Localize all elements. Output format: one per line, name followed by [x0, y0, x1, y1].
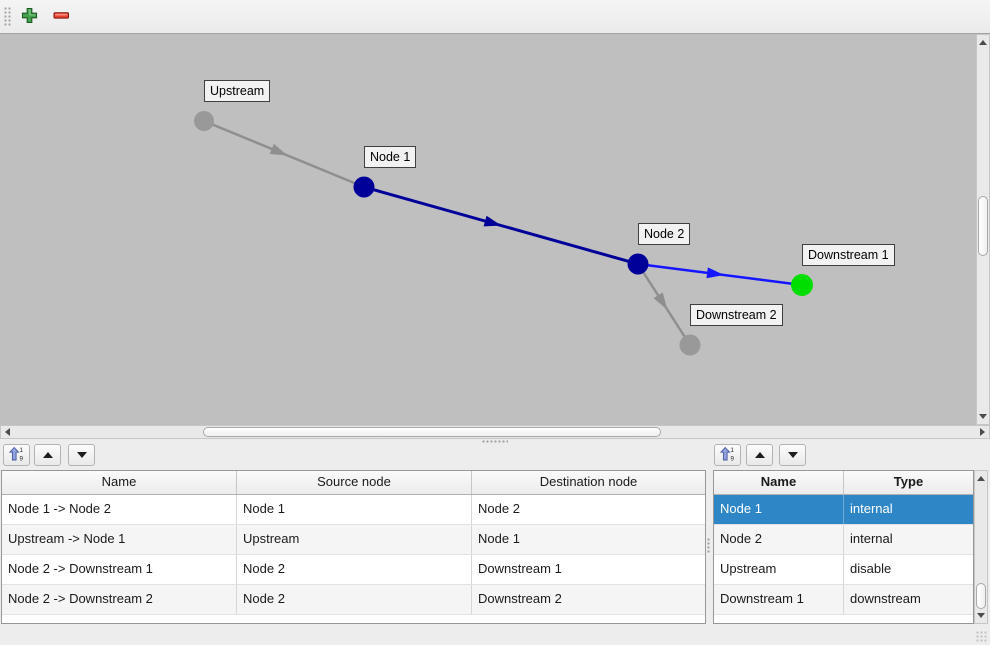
move-up-icon [42, 452, 53, 458]
edge-arrow-icon [706, 267, 725, 279]
table-cell: internal [850, 501, 893, 516]
column-header-source-node[interactable]: Source node [237, 471, 472, 494]
scroll-up-icon[interactable] [977, 476, 985, 481]
column-header-name[interactable]: Name [2, 471, 237, 494]
minus-icon [53, 7, 70, 27]
table-cell: disable [850, 561, 892, 576]
table-row-upstream[interactable]: Upstream disable [714, 555, 973, 585]
edge-arrow-icon [483, 215, 502, 227]
table-cell: downstream [850, 591, 921, 606]
move-up-icon [754, 452, 765, 458]
table-cell: Node 1 -> Node 2 [2, 495, 237, 524]
add-button[interactable] [20, 7, 38, 27]
plus-icon [21, 7, 38, 27]
horizontal-splitter-handle[interactable] [482, 440, 508, 444]
main-toolbar [0, 0, 990, 34]
edge-arrow-icon [269, 143, 288, 156]
nodes-move-down-button[interactable] [779, 444, 806, 466]
table-cell: internal [850, 531, 893, 546]
table-cell: Node 2 [714, 525, 844, 554]
table-cell: Node 2 [237, 555, 472, 584]
graph-node-downstream-1[interactable] [791, 274, 813, 296]
table-cell: Downstream 1 [478, 561, 562, 576]
edges-sort-button[interactable]: 1 9 [3, 444, 30, 466]
horizontal-scrollbar-thumb[interactable] [203, 427, 661, 437]
vertical-splitter-handle[interactable] [707, 538, 711, 554]
edges-move-down-button[interactable] [68, 444, 95, 466]
table-row-node-2[interactable]: Node 2 internal [714, 525, 973, 555]
empty-row [2, 615, 705, 623]
move-down-icon [76, 452, 87, 458]
scroll-right-icon[interactable] [980, 428, 985, 436]
vertical-scrollbar-thumb[interactable] [976, 583, 986, 609]
sort-ascending-icon: 1 9 [8, 446, 25, 465]
table-cell: Node 1 [714, 495, 844, 524]
nodes-table-vertical-scrollbar[interactable] [974, 470, 988, 624]
nodes-table-header: Name Type [714, 471, 973, 495]
canvas-horizontal-scrollbar[interactable] [0, 425, 990, 439]
nodes-sort-button[interactable]: 1 9 [714, 444, 741, 466]
window-resize-grip[interactable] [976, 631, 987, 642]
table-cell: Node 2 [478, 501, 520, 516]
table-cell: Upstream [237, 525, 472, 554]
table-row-downstream-1[interactable]: Downstream 1 downstream [714, 585, 973, 615]
table-cell: Node 2 [237, 585, 472, 614]
svg-text:1: 1 [730, 446, 734, 453]
scroll-left-icon[interactable] [5, 428, 10, 436]
toolbar-grip-handle[interactable] [4, 7, 12, 27]
vertical-scrollbar-thumb[interactable] [978, 196, 988, 256]
graph-node-node-2[interactable] [627, 253, 649, 275]
svg-text:9: 9 [19, 455, 23, 461]
edge-arrow-icon [653, 292, 668, 310]
table-row-node-1[interactable]: Node 1 internal [714, 495, 973, 525]
table-cell: Downstream 2 [478, 591, 562, 606]
remove-button[interactable] [52, 8, 70, 26]
column-header-destination-node[interactable]: Destination node [539, 474, 638, 489]
empty-row [714, 615, 973, 623]
table-cell: Node 2 -> Downstream 2 [2, 585, 237, 614]
sort-ascending-icon: 1 9 [719, 446, 736, 465]
table-cell: Node 1 [478, 531, 520, 546]
scroll-down-icon[interactable] [977, 613, 985, 618]
column-header-type[interactable]: Type [893, 474, 924, 489]
canvas-vertical-scrollbar[interactable] [976, 34, 990, 425]
edges-move-up-button[interactable] [34, 444, 61, 466]
table-cell: Downstream 1 [714, 585, 844, 614]
node-label-node-2[interactable]: Node 2 [638, 223, 691, 245]
node-label-node-1[interactable]: Node 1 [364, 146, 417, 168]
node-label-downstream-2[interactable]: Downstream 2 [690, 304, 783, 326]
scroll-down-icon[interactable] [979, 414, 987, 419]
move-down-icon [787, 452, 798, 458]
table-cell: Node 1 [237, 495, 472, 524]
table-cell: Node 2 -> Downstream 1 [2, 555, 237, 584]
node-label-upstream[interactable]: Upstream [204, 80, 271, 102]
nodes-move-up-button[interactable] [746, 444, 773, 466]
node-label-downstream-1[interactable]: Downstream 1 [802, 244, 895, 266]
table-cell: Upstream [714, 555, 844, 584]
graph-node-downstream-2[interactable] [679, 334, 701, 356]
scroll-up-icon[interactable] [979, 40, 987, 45]
graph-node-upstream[interactable] [194, 111, 214, 131]
graph-drawing [194, 111, 813, 356]
table-cell: Upstream -> Node 1 [2, 525, 237, 554]
svg-text:1: 1 [19, 446, 23, 453]
graph-node-node-1[interactable] [353, 176, 375, 198]
column-header-name[interactable]: Name [714, 471, 844, 494]
svg-text:9: 9 [730, 455, 734, 461]
